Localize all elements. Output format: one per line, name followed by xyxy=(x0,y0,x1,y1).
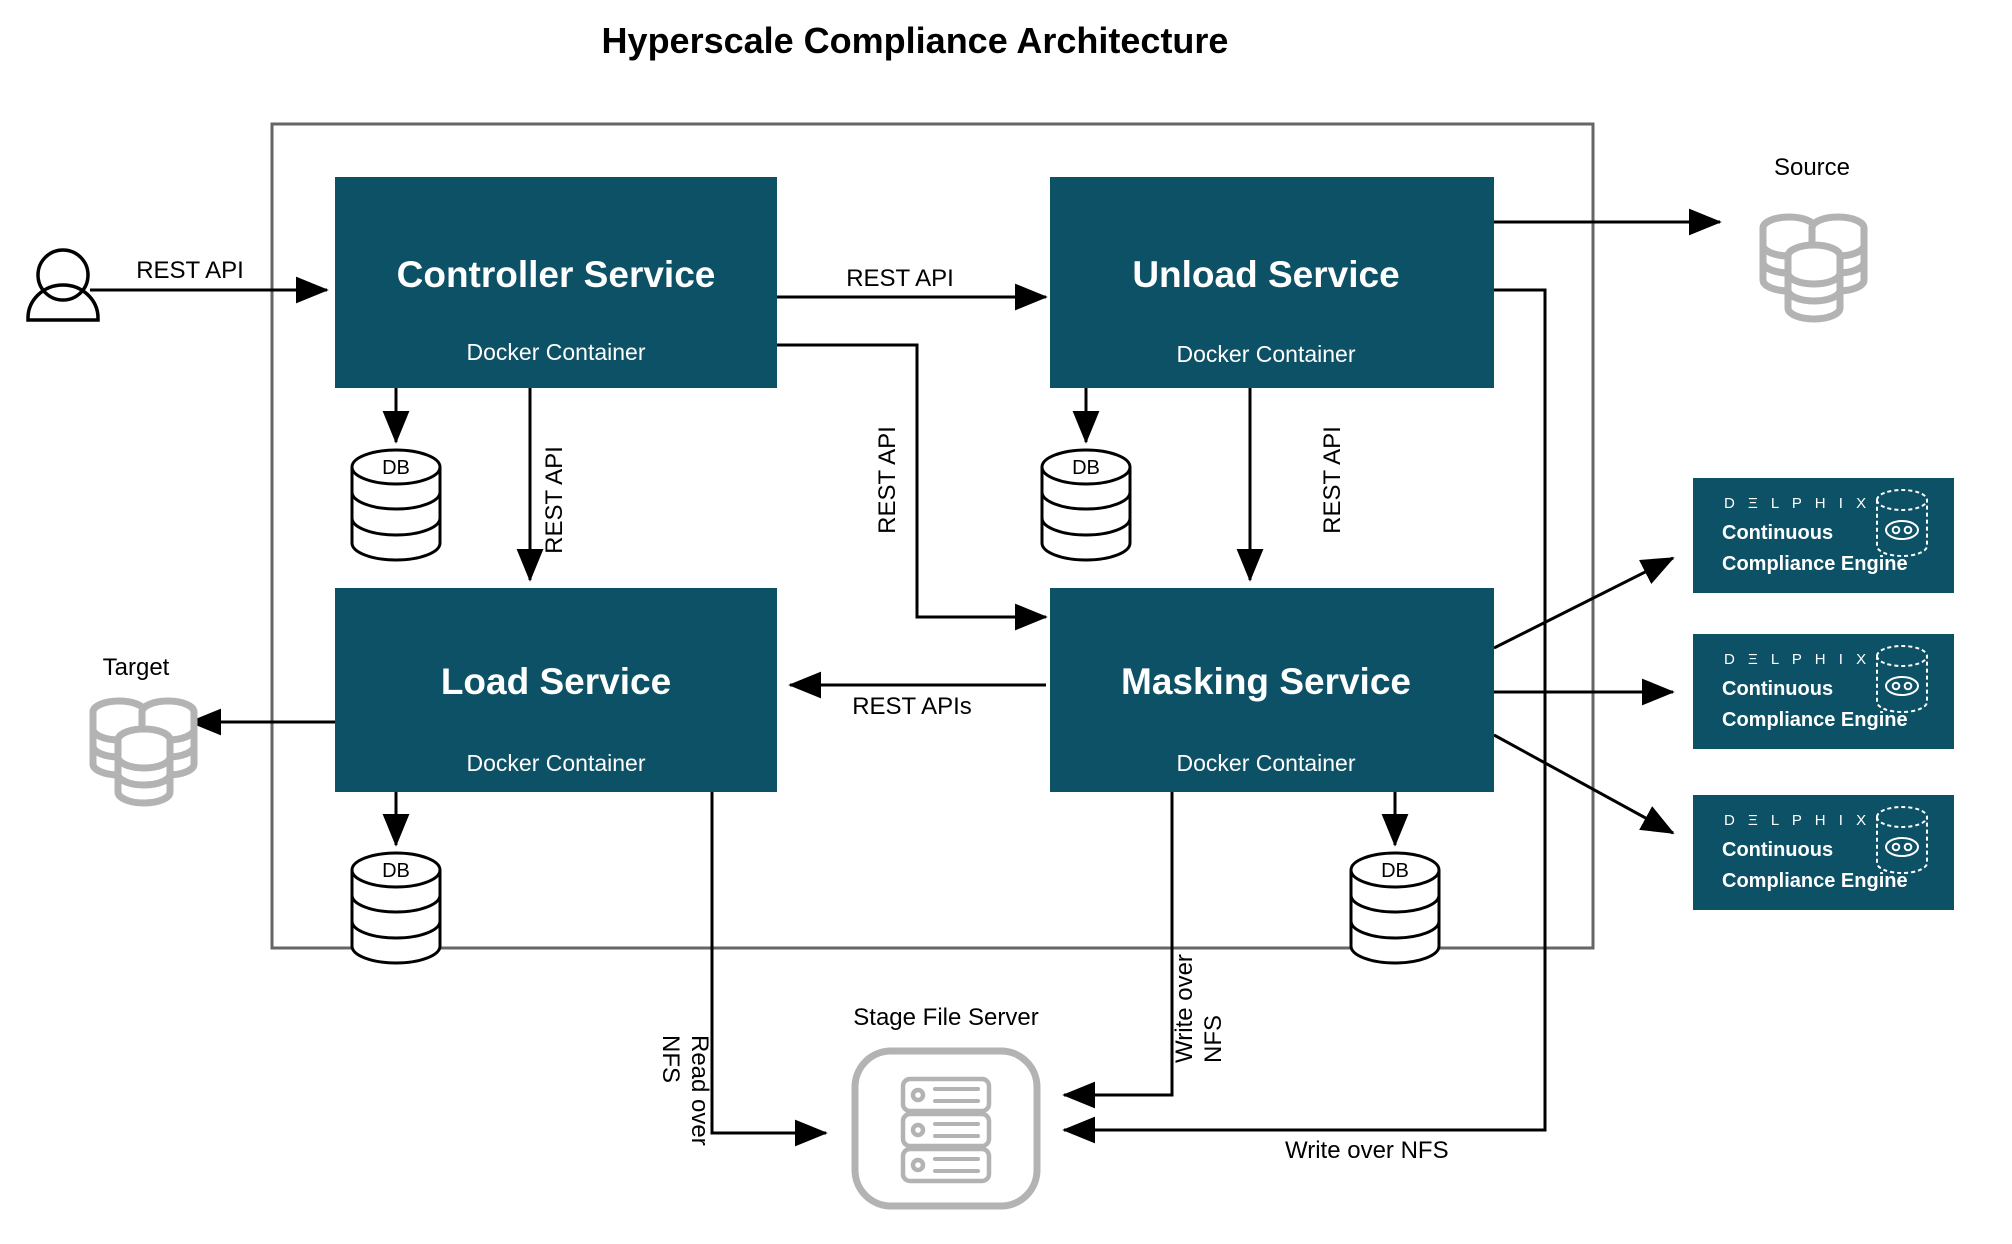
edge-label-unload-masking: REST API xyxy=(1319,426,1346,534)
db-label-masking: DB xyxy=(1381,860,1409,882)
engine-line2-1: Compliance Engine xyxy=(1722,553,1908,575)
edge-label-masking-nfs-line1: Write over xyxy=(1171,954,1198,1063)
user-icon xyxy=(26,248,100,322)
edge-masking-stagefileserver xyxy=(1062,792,1174,1109)
db-unload-db: DB xyxy=(1040,448,1132,562)
engine-line2-2: Compliance Engine xyxy=(1722,709,1908,731)
edge-masking-engine-3 xyxy=(1493,733,1675,835)
edge-masking-engine-1 xyxy=(1493,556,1675,650)
service-title-load: Load Service xyxy=(441,661,671,702)
engine-logo-2: D Ξ L P H I X xyxy=(1724,651,1871,668)
edge-load-stagefileserver xyxy=(710,792,828,1147)
service-masking[interactable]: Masking Service Docker Container xyxy=(1050,588,1494,792)
engine-logo-1: D Ξ L P H I X xyxy=(1724,495,1871,512)
edge-unload-stagefileserver xyxy=(1062,288,1547,1144)
db-controller-db: DB xyxy=(350,448,442,562)
engine-box-3[interactable] xyxy=(1693,795,1954,910)
target-label: Target xyxy=(103,654,170,681)
db-load-db: DB xyxy=(350,851,442,965)
service-load[interactable]: Load Service Docker Container xyxy=(335,588,777,792)
service-title-controller: Controller Service xyxy=(397,254,716,295)
engine-line1-2: Continuous xyxy=(1722,678,1833,700)
service-title-unload: Unload Service xyxy=(1132,254,1399,295)
engine-3[interactable]: D Ξ L P H I X Continuous Compliance Engi… xyxy=(1693,795,1954,910)
db-label-load: DB xyxy=(382,860,410,882)
edge-label-masking-nfs-line2: NFS xyxy=(1200,1015,1227,1063)
database-stack-icon-target xyxy=(89,697,198,807)
service-box-masking[interactable] xyxy=(1050,588,1494,792)
service-title-masking: Masking Service xyxy=(1121,661,1411,702)
engine-line1-1: Continuous xyxy=(1722,522,1833,544)
edge-label-controller-masking: REST API xyxy=(874,426,901,534)
engine-1[interactable]: D Ξ L P H I X Continuous Compliance Engi… xyxy=(1693,478,1954,593)
edge-label-load-nfs-line2: NFS xyxy=(657,1035,684,1083)
edge-label-unload-nfs: Write over NFS xyxy=(1285,1137,1449,1164)
masked-database-icon-3 xyxy=(1876,806,1928,874)
stage-file-server: Stage File Server xyxy=(851,1004,1041,1210)
edge-label-load-nfs-line1: Read over xyxy=(686,1035,713,1146)
service-subtitle-masking: Docker Container xyxy=(1177,750,1356,776)
engine-box-2[interactable] xyxy=(1693,634,1954,749)
edge-label-controller-load: REST API xyxy=(541,446,568,554)
database-stack-icon-source xyxy=(1759,213,1868,323)
edge-controller-masking xyxy=(777,343,1048,631)
edge-labels: REST API REST API REST API REST API REST… xyxy=(136,257,1448,1164)
edge-label-user-controller: REST API xyxy=(136,257,244,284)
service-unload[interactable]: Unload Service Docker Container xyxy=(1050,177,1494,388)
engine-2[interactable]: D Ξ L P H I X Continuous Compliance Engi… xyxy=(1693,634,1954,749)
target-endpoint: Target xyxy=(89,654,198,807)
db-label-unload: DB xyxy=(1072,457,1100,479)
service-controller[interactable]: Controller Service Docker Container xyxy=(335,177,777,388)
edge-label-masking-load: REST APIs xyxy=(852,693,972,720)
service-subtitle-load: Docker Container xyxy=(467,750,646,776)
file-server-icon xyxy=(851,1047,1041,1210)
edge-label-controller-unload: REST API xyxy=(846,265,954,292)
engine-box-1[interactable] xyxy=(1693,478,1954,593)
engine-line2-3: Compliance Engine xyxy=(1722,870,1908,892)
page-title: Hyperscale Compliance Architecture xyxy=(602,20,1229,61)
masked-database-icon-2 xyxy=(1876,645,1928,713)
masked-database-icon-1 xyxy=(1876,489,1928,557)
service-box-unload[interactable] xyxy=(1050,177,1494,388)
connectors xyxy=(90,208,1722,1147)
service-box-load[interactable] xyxy=(335,588,777,792)
db-masking-db: DB xyxy=(1349,851,1441,965)
engine-logo-3: D Ξ L P H I X xyxy=(1724,812,1871,829)
source-endpoint: Source xyxy=(1759,154,1868,323)
service-subtitle-unload: Docker Container xyxy=(1177,341,1356,367)
stage-file-server-label: Stage File Server xyxy=(853,1004,1038,1031)
hyperscale-boundary xyxy=(270,122,1595,950)
engine-line1-3: Continuous xyxy=(1722,839,1833,861)
service-subtitle-controller: Docker Container xyxy=(467,339,646,365)
source-label: Source xyxy=(1774,154,1850,181)
service-box-controller[interactable] xyxy=(335,177,777,388)
db-label-controller: DB xyxy=(382,457,410,479)
